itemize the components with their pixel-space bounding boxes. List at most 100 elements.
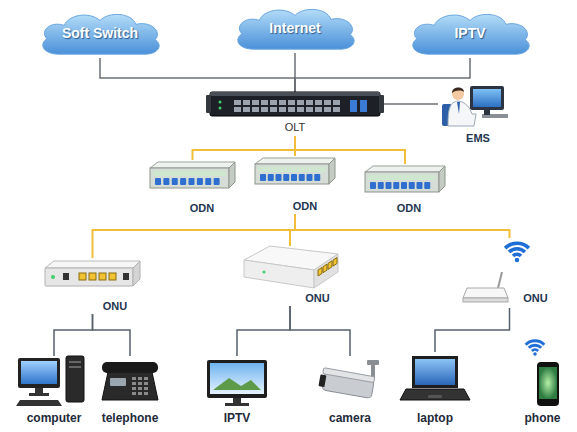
- phone-key: [138, 387, 142, 390]
- fiber-connector: [409, 182, 415, 189]
- fiber-connector: [307, 174, 313, 181]
- phone-key: [132, 392, 136, 395]
- phone-screen: [539, 367, 557, 399]
- keyboard: [16, 400, 62, 406]
- odn-icon: [365, 166, 445, 192]
- wifi-wave: [531, 348, 539, 352]
- fiber-band: [153, 171, 226, 176]
- olt-port: [297, 107, 304, 112]
- fiber-band: [258, 167, 326, 172]
- phone-key: [144, 392, 148, 395]
- odn-splitter: ODN: [255, 156, 335, 214]
- phone-key: [132, 377, 136, 380]
- splitter-top: [150, 162, 235, 168]
- onu3-icon: [463, 241, 530, 302]
- node-label: camera: [315, 412, 385, 425]
- olt-port: [261, 100, 268, 105]
- camera-hood: [323, 368, 375, 383]
- olt-icon: [206, 92, 384, 116]
- link-line: [295, 214, 510, 238]
- fiber-connector: [378, 182, 384, 189]
- fiber-connector: [291, 174, 297, 181]
- olt-device: OLT: [210, 92, 380, 136]
- fiber-connector: [268, 174, 274, 181]
- wifi-wave: [525, 339, 546, 345]
- terminal-device: telephone: [98, 356, 162, 428]
- phone-key: [144, 377, 148, 380]
- link-line: [295, 58, 470, 92]
- node-label: ONU: [514, 292, 557, 304]
- fiber-connector: [180, 178, 186, 185]
- node-label: ODN: [172, 202, 232, 214]
- fiber-connector: [417, 182, 423, 189]
- monitor: [470, 86, 504, 110]
- onu-side: [314, 254, 338, 288]
- onu-front: [45, 268, 133, 286]
- link-line: [237, 306, 290, 356]
- laptop-base: [400, 389, 470, 400]
- node-label: ONU: [90, 300, 140, 312]
- splitter-side: [329, 158, 335, 184]
- person-body: [448, 101, 476, 126]
- olt-port: [252, 107, 259, 112]
- fiber-connector: [276, 174, 282, 181]
- node-label: laptop: [400, 412, 470, 425]
- phone-key: [132, 382, 136, 385]
- olt-bevel: [210, 92, 380, 96]
- node-label: IPTV: [405, 26, 535, 41]
- olt-port: [333, 107, 340, 112]
- node-label: computer: [14, 412, 94, 425]
- fiber-connector: [314, 174, 320, 181]
- onu-side: [133, 261, 140, 286]
- splitter-front: [150, 168, 229, 188]
- status-led: [263, 271, 266, 274]
- camera-body-group: [318, 367, 375, 398]
- lan-port: [328, 261, 332, 270]
- terminal-device: camera: [315, 356, 385, 428]
- node-label: telephone: [98, 412, 162, 425]
- handset: [102, 362, 158, 373]
- odn-splitter: ODN: [150, 160, 235, 216]
- odn-icon: [150, 162, 235, 188]
- olt-port: [252, 100, 259, 105]
- rack-ear: [379, 95, 384, 113]
- fiber-connector: [401, 182, 407, 189]
- lan-port: [318, 267, 322, 276]
- lan-port: [99, 273, 106, 280]
- fiber-connector: [424, 182, 430, 189]
- lan-port: [333, 258, 337, 267]
- fiber-connector: [189, 178, 195, 185]
- antenna: [498, 272, 502, 288]
- splitter-top: [255, 158, 335, 164]
- onu-port: [123, 273, 129, 280]
- onu-port: [63, 273, 69, 280]
- person-head: [452, 88, 464, 100]
- olt-port: [297, 100, 304, 105]
- uplink-port: [350, 100, 357, 112]
- olt-port: [333, 100, 340, 105]
- link-line: [93, 314, 131, 356]
- drive-bay: [69, 366, 81, 368]
- monitor-stand: [35, 388, 43, 393]
- olt-port: [279, 107, 286, 112]
- node-label: ONU: [295, 292, 340, 304]
- pc-tower: [66, 356, 84, 402]
- camera-arm: [371, 365, 375, 377]
- splitter-top: [365, 166, 445, 172]
- tv-stand: [233, 398, 241, 403]
- tv-icon: [207, 360, 267, 406]
- fiber-connector: [214, 178, 220, 185]
- onu-router: ONU: [462, 238, 557, 308]
- monitor-stand: [484, 110, 490, 115]
- fiber-connector: [197, 178, 203, 185]
- link-line: [54, 314, 93, 356]
- olt-port: [315, 100, 322, 105]
- phone-key: [138, 392, 142, 395]
- wifi-wave: [528, 344, 542, 349]
- terminal-device: computer: [14, 356, 94, 428]
- olt-port: [234, 107, 241, 112]
- link-line: [193, 136, 296, 160]
- network-cloud: Internet: [230, 5, 360, 53]
- phone-key: [138, 382, 142, 385]
